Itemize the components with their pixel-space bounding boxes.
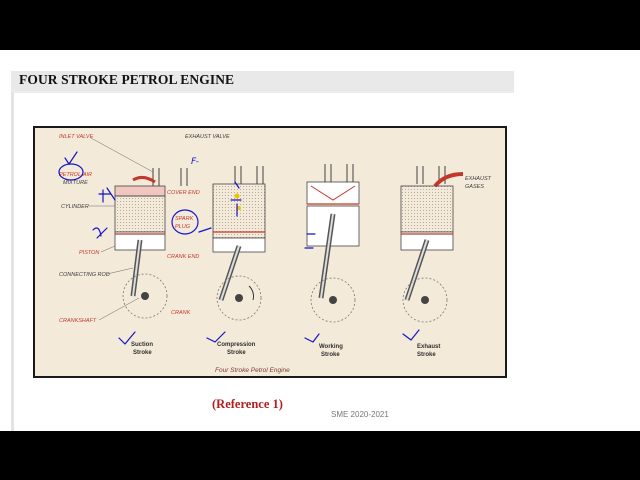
label-petrol-air: PETROL-AIR xyxy=(59,172,92,178)
slide-title: FOUR STROKE PETROL ENGINE xyxy=(19,72,235,87)
stroke-suction-line1: Suction xyxy=(131,342,153,348)
label-piston: PISTON xyxy=(79,250,99,256)
cylinder-compression xyxy=(212,166,266,321)
slide: FOUR STROKE PETROL ENGINE xyxy=(0,50,640,431)
stroke-working-line1: Working xyxy=(319,344,343,350)
annotation-f-label: F- xyxy=(191,157,199,167)
stroke-names: Suction Stroke Compression Stroke Workin… xyxy=(131,342,440,358)
engine-diagram: INLET VALVE EXHAUST VALVE PETROL-AIR MIX… xyxy=(33,126,507,378)
label-spark: SPARK xyxy=(175,216,194,222)
stroke-compression-line1: Compression xyxy=(217,342,256,348)
stroke-suction-line2: Stroke xyxy=(133,350,152,356)
cylinder-exhaust xyxy=(400,166,464,323)
label-gases: GASES xyxy=(465,184,484,190)
stroke-compression-line2: Stroke xyxy=(227,350,246,356)
pen-annotations: F- xyxy=(58,151,420,345)
slide-footer: SME 2020-2021 xyxy=(331,410,389,419)
stroke-working-line2: Stroke xyxy=(321,352,340,358)
cylinder-working xyxy=(306,164,360,323)
label-cylinder: CYLINDER xyxy=(61,204,89,210)
label-crankshaft: CRANKSHAFT xyxy=(59,318,97,324)
label-crank-end: CRANK END xyxy=(167,254,199,260)
engine-diagram-svg: INLET VALVE EXHAUST VALVE PETROL-AIR MIX… xyxy=(35,128,505,376)
label-exhaust-valve: EXHAUST VALVE xyxy=(185,134,230,140)
label-connecting-rod: CONNECTING ROD xyxy=(59,272,110,278)
label-inlet-valve: INLET VALVE xyxy=(59,134,94,140)
cylinder-suction xyxy=(114,168,188,319)
label-exhaust: EXHAUST xyxy=(465,176,492,182)
diagram-caption: Four Stroke Petrol Engine xyxy=(215,367,290,374)
stroke-exhaust-line1: Exhaust xyxy=(417,344,440,350)
leader-lines xyxy=(89,137,154,321)
slide-title-bar: FOUR STROKE PETROL ENGINE xyxy=(11,71,514,91)
label-mixture: MIXTURE xyxy=(63,180,88,186)
content-frame xyxy=(11,91,514,431)
label-plug: PLUG xyxy=(175,224,191,230)
reference-label: (Reference 1) xyxy=(212,397,283,411)
label-crank: CRANK xyxy=(171,310,191,316)
label-cover-end: COVER END xyxy=(167,190,200,196)
stroke-exhaust-line2: Stroke xyxy=(417,352,436,358)
